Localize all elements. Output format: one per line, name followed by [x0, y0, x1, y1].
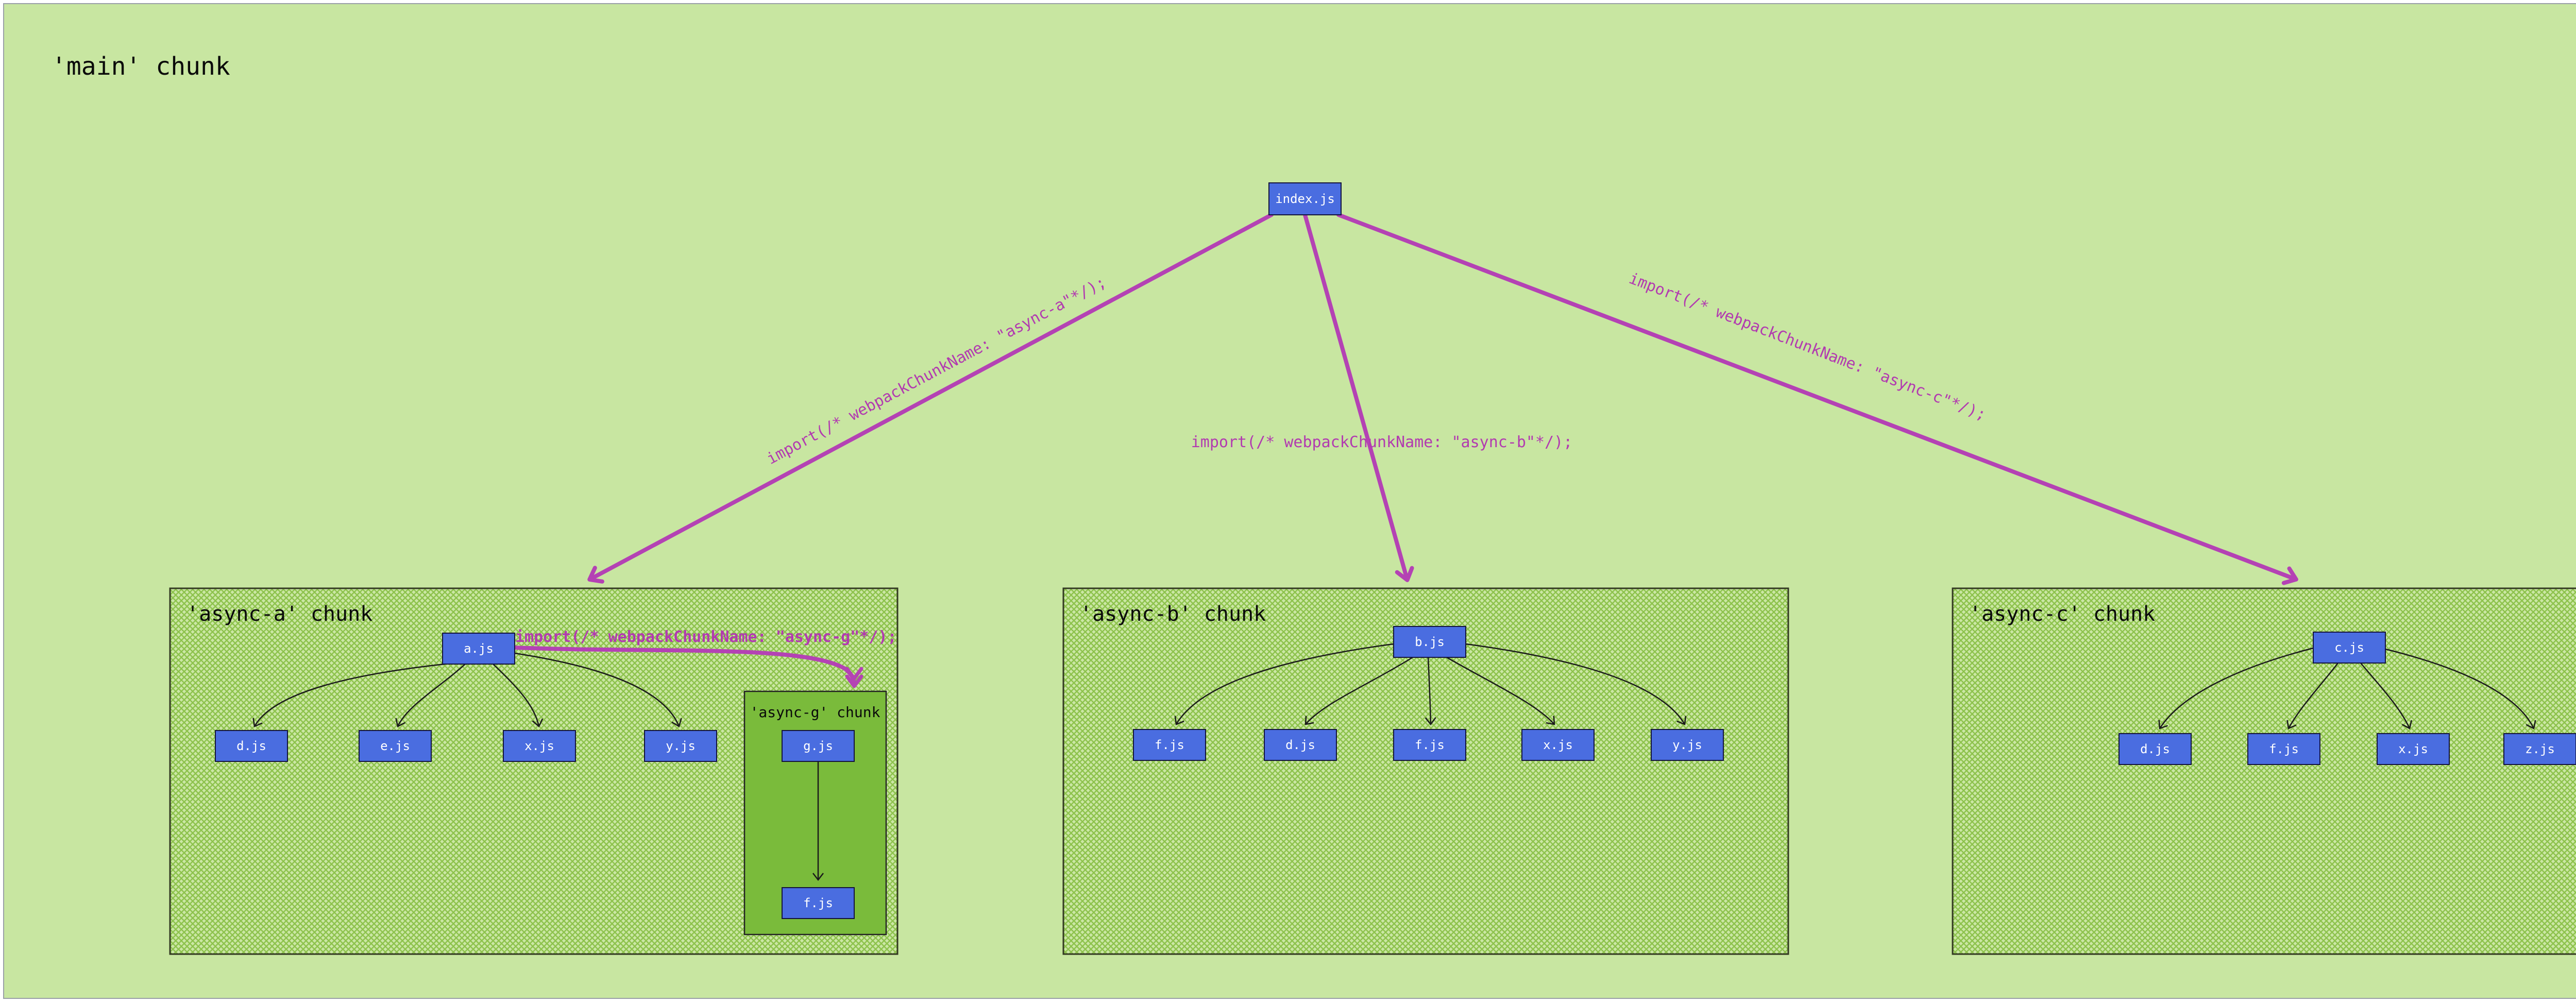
edge-b-to-d	[1304, 656, 1413, 725]
node-x-js-label: x.js	[524, 739, 554, 753]
async-g-chunk: 'async-g' chunk	[743, 690, 887, 936]
node-b-d-js-label: d.js	[1285, 738, 1315, 752]
node-b-f2-js-label: f.js	[1415, 738, 1445, 752]
node-x-js: x.js	[503, 730, 576, 762]
node-index-js: index.js	[1268, 182, 1342, 215]
node-g-js-label: g.js	[803, 739, 833, 753]
node-g-f-js: f.js	[782, 887, 855, 919]
node-c-d-js-box	[2119, 733, 2192, 765]
node-c-z-js-box	[2503, 733, 2576, 765]
node-b-d-js-box	[1264, 729, 1337, 761]
node-g-js-box	[782, 730, 855, 762]
node-c-js-box	[2313, 632, 2386, 664]
node-index-js-label: index.js	[1275, 192, 1335, 206]
node-d-js: d.js	[215, 730, 288, 762]
async-a-chunk: 'async-a' chunk 'async-g' chunk import(/…	[169, 587, 899, 955]
async-a-chunk-title: 'async-a' chunk	[187, 602, 372, 626]
node-c-z-js: z.js	[2503, 733, 2576, 765]
edge-a-to-x	[493, 664, 544, 728]
async-c-chunk-box	[1952, 587, 2576, 955]
edge-b-to-x	[1446, 656, 1555, 725]
node-x-js-box	[503, 730, 576, 762]
node-b-js: b.js	[1393, 626, 1466, 658]
node-b-x-js: x.js	[1521, 729, 1595, 761]
node-b-js-box	[1393, 626, 1466, 658]
edge-index-to-async-a	[587, 213, 1274, 584]
node-d-js-label: d.js	[236, 739, 266, 753]
node-b-d-js: d.js	[1264, 729, 1337, 761]
node-c-x-js: x.js	[2377, 733, 2450, 765]
node-c-f-js-label: f.js	[2269, 742, 2299, 756]
edge-b-to-f1	[1174, 643, 1394, 725]
node-y-js-label: y.js	[666, 739, 696, 753]
node-d-js-box	[215, 730, 288, 762]
edge-c-to-z	[2385, 648, 2536, 729]
node-c-d-js: d.js	[2119, 733, 2192, 765]
node-b-x-js-box	[1521, 729, 1595, 761]
node-b-x-js-label: x.js	[1543, 738, 1573, 752]
node-g-js: g.js	[782, 730, 855, 762]
node-a-js: a.js	[442, 633, 515, 665]
node-b-f2-js: f.js	[1393, 729, 1466, 761]
node-b-y-js-box	[1651, 729, 1724, 761]
node-c-js-label: c.js	[2334, 640, 2364, 655]
node-c-x-js-box	[2377, 733, 2450, 765]
edge-b-to-f2	[1425, 657, 1436, 726]
node-c-z-js-label: z.js	[2525, 742, 2555, 756]
node-y-js-box	[644, 730, 717, 762]
node-c-js: c.js	[2313, 632, 2386, 664]
edge-b-to-y	[1465, 643, 1687, 725]
node-b-y-js: y.js	[1651, 729, 1724, 761]
node-b-js-label: b.js	[1415, 635, 1445, 649]
async-b-chunk: 'async-b' chunk b.js f.js d.js f.js x.js	[1062, 587, 1789, 955]
node-y-js: y.js	[644, 730, 717, 762]
edge-a-to-async-g	[513, 646, 863, 688]
node-a-js-box	[442, 633, 515, 665]
node-e-js: e.js	[359, 730, 432, 762]
edge-c-to-x	[2360, 663, 2412, 729]
async-b-chunk-title: 'async-b' chunk	[1080, 602, 1266, 626]
node-e-js-label: e.js	[380, 739, 410, 753]
node-c-x-js-label: x.js	[2398, 742, 2428, 756]
node-b-f1-js: f.js	[1133, 729, 1206, 761]
node-index-js-box	[1268, 182, 1342, 215]
node-b-f1-js-box	[1133, 729, 1206, 761]
edge-index-to-async-b	[1303, 213, 1414, 582]
edge-c-to-d	[2158, 647, 2314, 729]
import-label-async-g: import(/* webpackChunkName: "async-g"*/)…	[515, 628, 897, 646]
async-g-chunk-title: 'async-g' chunk	[750, 704, 880, 721]
edge-a-to-e	[395, 664, 466, 727]
node-g-f-js-label: f.js	[803, 896, 833, 910]
async-c-chunk-title: 'async-c' chunk	[1969, 602, 2155, 626]
edge-index-to-async-c	[1336, 213, 2298, 585]
node-c-f-js: f.js	[2247, 733, 2320, 765]
edge-a-to-d	[252, 663, 446, 727]
node-g-f-js-box	[782, 887, 855, 919]
node-e-js-box	[359, 730, 432, 762]
edge-c-to-f	[2286, 663, 2338, 729]
async-c-chunk: 'async-c' chunk c.js d.js f.js x.js z.js	[1952, 587, 2576, 955]
node-b-f2-js-box	[1393, 729, 1466, 761]
node-c-f-js-box	[2247, 733, 2320, 765]
node-b-f1-js-label: f.js	[1155, 738, 1184, 752]
import-label-async-b: import(/* webpackChunkName: "async-b"*/)…	[1191, 433, 1573, 451]
node-c-d-js-label: d.js	[2140, 742, 2170, 756]
node-a-js-label: a.js	[464, 641, 494, 656]
edge-a-to-y	[514, 652, 682, 727]
node-b-y-js-label: y.js	[1672, 738, 1702, 752]
main-chunk-title: 'main' chunk	[52, 52, 230, 81]
